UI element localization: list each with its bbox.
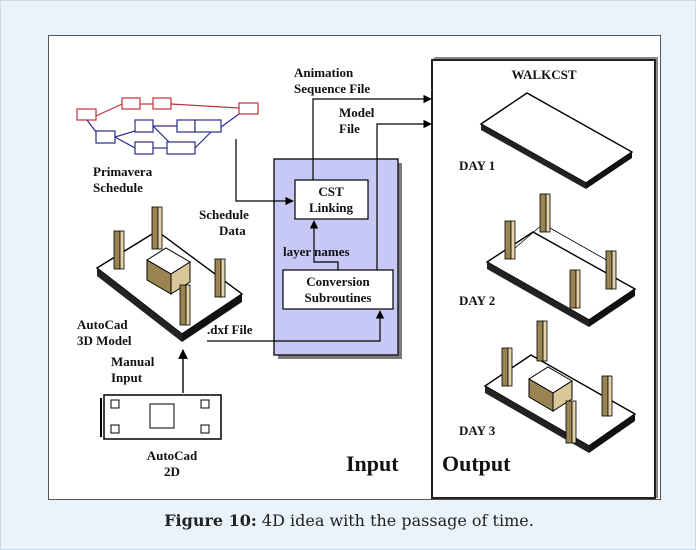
day2-label: DAY 2 [459, 293, 495, 308]
cst-linking-line2: Linking [309, 200, 354, 215]
model-label-line2: File [339, 121, 360, 136]
cst-linking-box: CST Linking [294, 179, 369, 220]
cst-linking-line1: CST [318, 184, 344, 199]
figure-label: Figure 10: [164, 511, 257, 530]
animation-label-line2: Sequence File [294, 81, 370, 96]
model-file-arrow [376, 119, 432, 270]
layer-names-arrow [309, 220, 339, 270]
input-title: Input [346, 451, 399, 476]
output-title: Output [442, 451, 511, 476]
conversion-line1: Conversion [306, 274, 370, 289]
day1-label: DAY 1 [459, 158, 495, 173]
figure-caption: Figure 10: 4D idea with the passage of t… [1, 511, 696, 530]
animation-label-line1: Animation [294, 65, 354, 80]
autocad-2d-plan [100, 394, 222, 440]
animation-sequence-arrow [312, 94, 432, 180]
autocad-2d-line2: 2D [164, 464, 180, 479]
day2-model [485, 193, 637, 327]
diagram-panel: CST Linking Conversion Subroutines layer… [48, 35, 661, 500]
schedule-data-line2: Data [219, 223, 246, 238]
autocad-3d-model [95, 206, 244, 342]
autocad-3d-line2: 3D Model [77, 333, 132, 348]
primavera-label-line2: Schedule [93, 180, 143, 195]
primavera-schedule-network [76, 97, 259, 155]
manual-input-line2: Input [111, 370, 143, 385]
schedule-data-arrow [235, 139, 294, 206]
schedule-data-line1: Schedule [199, 207, 249, 222]
4d-process-diagram: CST Linking Conversion Subroutines layer… [76, 57, 658, 499]
dxf-file-arrow [207, 310, 385, 342]
conversion-box: Conversion Subroutines [282, 269, 394, 310]
day3-label: DAY 3 [459, 423, 496, 438]
autocad-2d-line1: AutoCad [147, 448, 198, 463]
manual-input-line1: Manual [111, 354, 155, 369]
model-label-line1: Model [339, 105, 375, 120]
primavera-label-line1: Primavera [93, 164, 153, 179]
walkcst-label: WALKCST [511, 67, 576, 82]
figure-caption-text: 4D idea with the passage of time. [261, 511, 534, 530]
day3-model [483, 320, 637, 453]
day1-model [479, 92, 634, 189]
conversion-line2: Subroutines [305, 290, 372, 305]
layer-names-label: layer names [283, 244, 350, 259]
autocad-3d-line1: AutoCad [77, 317, 128, 332]
dxf-file-label: .dxf File [207, 322, 253, 337]
